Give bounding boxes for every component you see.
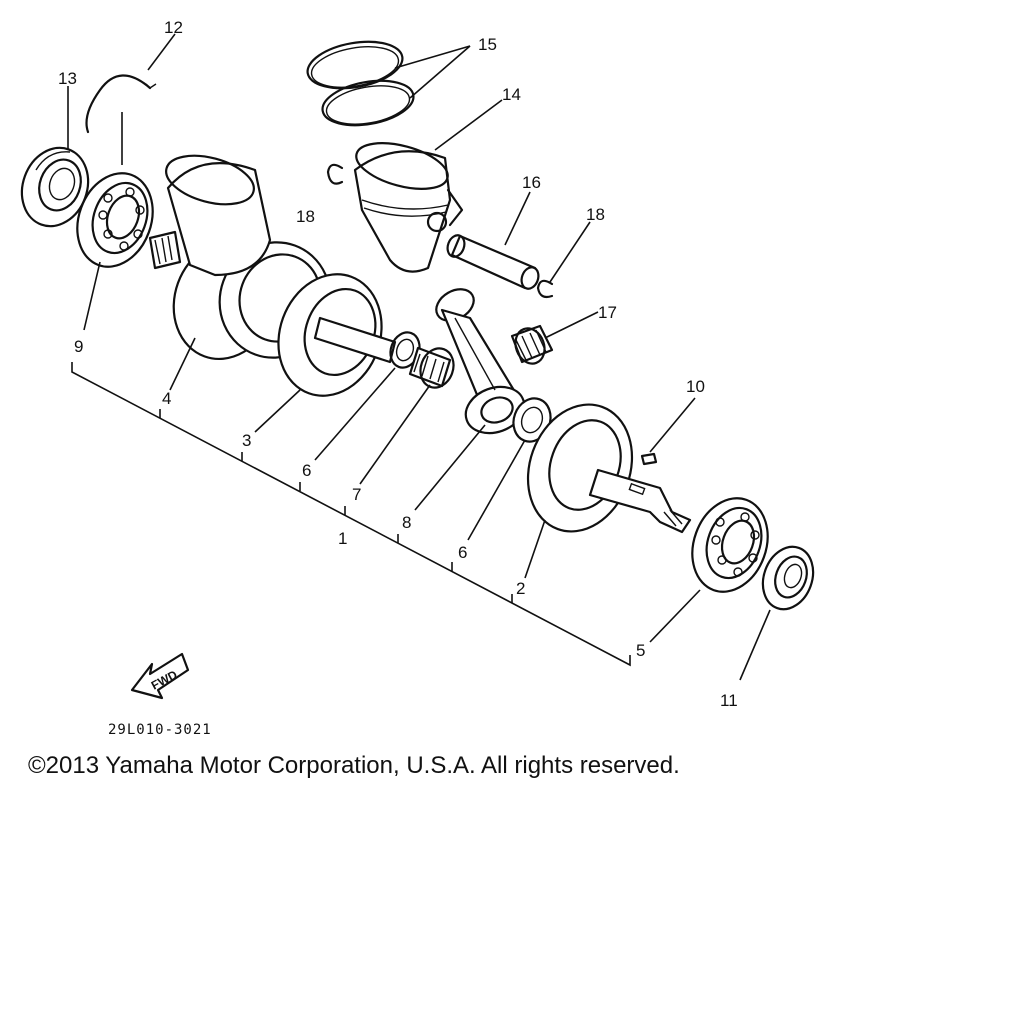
- label-18-right: 18: [586, 205, 605, 224]
- label-6-right: 6: [458, 543, 467, 562]
- label-12: 12: [164, 18, 183, 37]
- label-6-left: 6: [302, 461, 311, 480]
- label-8: 8: [402, 513, 411, 532]
- piston-pin-clip-right: [536, 279, 554, 299]
- label-13: 13: [58, 69, 77, 88]
- label-3: 3: [242, 431, 251, 450]
- label-14: 14: [502, 85, 521, 104]
- label-4: 4: [162, 389, 171, 408]
- piston-ghost: [165, 154, 272, 277]
- label-15: 15: [478, 35, 497, 54]
- small-end-bearing: [510, 324, 554, 365]
- label-10: 10: [686, 377, 705, 396]
- piston: [353, 142, 464, 273]
- figure-code: 29L010-3021: [108, 722, 212, 738]
- label-1: 1: [338, 529, 347, 548]
- copyright-notice: ©2013 Yamaha Motor Corporation, U.S.A. A…: [28, 752, 680, 779]
- label-5: 5: [636, 641, 645, 660]
- label-17: 17: [598, 303, 617, 322]
- woodruff-key: [640, 452, 658, 466]
- circlip: [85, 74, 157, 134]
- label-11: 11: [720, 691, 738, 710]
- label-18-left: 18: [296, 207, 315, 226]
- oil-seal-right: [761, 545, 815, 611]
- piston-pin-clip-left: [326, 163, 344, 185]
- label-7: 7: [352, 485, 361, 504]
- fwd-arrow-icon: FWD: [130, 652, 190, 700]
- bearing-left: [76, 172, 154, 268]
- crank-wheel-right: [526, 403, 692, 534]
- bearing-right: [691, 497, 769, 593]
- crank-pin-assembly: [389, 331, 455, 389]
- piston-rings: [306, 40, 415, 127]
- label-16: 16: [522, 173, 541, 192]
- connecting-rod: [435, 288, 526, 435]
- label-9: 9: [74, 337, 83, 356]
- assembly-bracket: [71, 362, 631, 667]
- crank-wheel-left: [148, 230, 397, 397]
- part-number-labels: 12 13 15 14 18 16 18 17 10 9 4 3 6 7 1 8…: [58, 18, 738, 710]
- piston-pin: [446, 234, 540, 290]
- label-2: 2: [516, 579, 525, 598]
- callout-leaders: [67, 33, 771, 681]
